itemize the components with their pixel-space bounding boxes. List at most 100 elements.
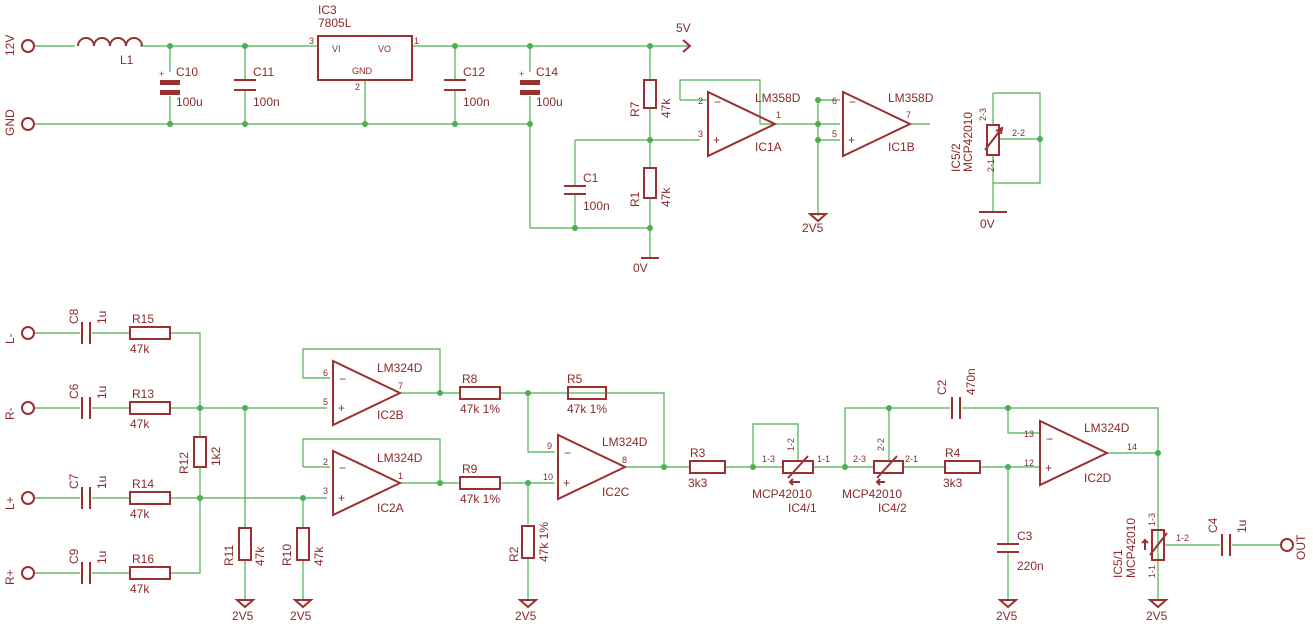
ic5-2-part: MCP42010 <box>961 112 975 172</box>
ic5-2-label: IC5/2 <box>949 143 963 172</box>
c3-2v5-label: 2V5 <box>996 609 1018 623</box>
ic4-2-pin22: 2-2 <box>876 438 886 451</box>
ic2d-pin12: 12 <box>1024 458 1034 468</box>
r12-value: 1k2 <box>209 446 223 466</box>
port-out <box>1280 538 1294 552</box>
ground-2v5-ic5-1 <box>1147 599 1169 609</box>
port-r-minus-label: R- <box>3 407 17 420</box>
ic2b-pin5: 5 <box>323 397 328 407</box>
ic3-pin2: 2 <box>355 82 360 92</box>
port-r-minus <box>21 401 35 415</box>
capacitor-c10: + <box>159 69 180 95</box>
capacitor-c8 <box>81 322 91 344</box>
ic2c-label: IC2C <box>602 485 630 499</box>
input-mixer-section: L- R- L+ R+ C8 1u C6 1u C7 1u C9 1u R15 … <box>3 308 327 623</box>
r2-value: 47k 1% <box>537 522 551 562</box>
r5-label: R5 <box>567 372 583 386</box>
ground-2v5-r11 <box>234 599 256 609</box>
r9-value: 47k 1% <box>460 492 500 506</box>
ground-2v5-r2 <box>517 599 539 609</box>
opamp-ic2a <box>332 449 403 517</box>
c6-value: 1u <box>95 386 109 399</box>
opamp-ic1b <box>842 90 913 158</box>
ic3-pin1: 1 <box>414 36 419 46</box>
capacitor-c11 <box>234 79 256 91</box>
ic3-pin3: 3 <box>309 36 314 46</box>
c6-label: C6 <box>67 383 81 399</box>
ic5-1-pin12: 1-2 <box>1176 533 1189 543</box>
ic1a-minus: − <box>714 95 721 109</box>
ic4-1-part: MCP42010 <box>752 487 812 501</box>
ic1b-pin5: 5 <box>832 129 837 139</box>
ic2c-plus: + <box>563 476 570 490</box>
ic2a-type: LM324D <box>377 451 423 465</box>
r16-value: 47k <box>130 582 150 596</box>
c9-label: C9 <box>67 548 81 564</box>
r1-value: 47k <box>659 187 673 207</box>
capacitor-c7 <box>81 487 91 509</box>
port-l-minus-label: L- <box>3 333 17 344</box>
capacitor-c9 <box>81 562 91 584</box>
resistor-r15 <box>129 326 171 340</box>
capacitor-c3 <box>997 543 1019 553</box>
ic2b-pin6: 6 <box>323 368 328 378</box>
ic4-2-arrow-icon <box>875 478 885 486</box>
c10-value: 100u <box>176 95 203 109</box>
ic1b-minus: − <box>849 95 856 109</box>
resistor-r8 <box>459 386 501 400</box>
ic4-2-part: MCP42010 <box>842 487 902 501</box>
ic1a-type: LM358D <box>755 91 801 105</box>
c1-label: C1 <box>583 171 599 185</box>
ground-2v5-c3 <box>997 599 1019 609</box>
l1-label: L1 <box>120 53 134 67</box>
ic2c-pin8: 8 <box>622 455 627 465</box>
ic4-1-pin12: 1-2 <box>786 438 796 451</box>
resistor-r1 <box>643 167 657 199</box>
capacitor-c6 <box>81 397 91 419</box>
r10-label: R10 <box>280 544 294 566</box>
r15-value: 47k <box>130 342 150 356</box>
ic5-1-arrow-icon <box>1141 538 1149 550</box>
ic2b-type: LM324D <box>377 361 423 375</box>
r8-label: R8 <box>462 372 478 386</box>
r12-label: R12 <box>177 452 191 474</box>
capacitor-c2 <box>951 397 961 419</box>
c8-value: 1u <box>95 311 109 324</box>
resistor-r5 <box>567 386 607 400</box>
ic1a-pin3: 3 <box>698 129 703 139</box>
ic3-type: 7805L <box>318 16 352 30</box>
ic2d-plus: + <box>1045 461 1052 475</box>
resistor-r2 <box>521 525 535 559</box>
capacitor-c12 <box>444 79 466 91</box>
ic2c-pin9: 9 <box>547 441 552 451</box>
opamp-ic2d <box>1039 419 1110 487</box>
ic2a-label: IC2A <box>377 501 404 515</box>
resistor-r14 <box>129 491 171 505</box>
ic5-1-2v5-label: 2V5 <box>1146 609 1168 623</box>
c11-label: C11 <box>253 65 274 79</box>
ic2a-minus: − <box>339 461 346 475</box>
digipot-ic4-1 <box>782 460 814 474</box>
r10-value: 47k <box>312 546 326 566</box>
ic5-2-pin21: 2-1 <box>986 159 996 172</box>
ic1b-plus: + <box>848 133 855 147</box>
regulator-ic3 <box>317 35 413 81</box>
resistor-r3 <box>689 460 726 474</box>
ic5-1-label: IC5/1 <box>1111 549 1125 578</box>
r3-value: 3k3 <box>688 476 708 490</box>
ic2b-pin7: 7 <box>398 381 403 391</box>
port-gnd <box>21 117 35 131</box>
resistor-r9 <box>459 476 501 490</box>
ic4-1-arrow-icon <box>788 478 800 486</box>
ic1a-pin1: 1 <box>776 110 781 120</box>
ic5-2-pin22: 2-2 <box>1012 128 1025 138</box>
r2-2v5-label: 2V5 <box>515 609 537 623</box>
capacitor-c4 <box>1221 534 1231 556</box>
r11-label: R11 <box>222 545 236 566</box>
r4-value: 3k3 <box>943 476 963 490</box>
filter-section: R3 3k3 1-3 1-2 1-1 MCP42010 IC4/1 2-3 2-… <box>688 368 1308 623</box>
r3-label: R3 <box>690 446 706 460</box>
ic4-1-pin13: 1-3 <box>762 454 775 464</box>
ic1a-label: IC1A <box>755 140 782 154</box>
